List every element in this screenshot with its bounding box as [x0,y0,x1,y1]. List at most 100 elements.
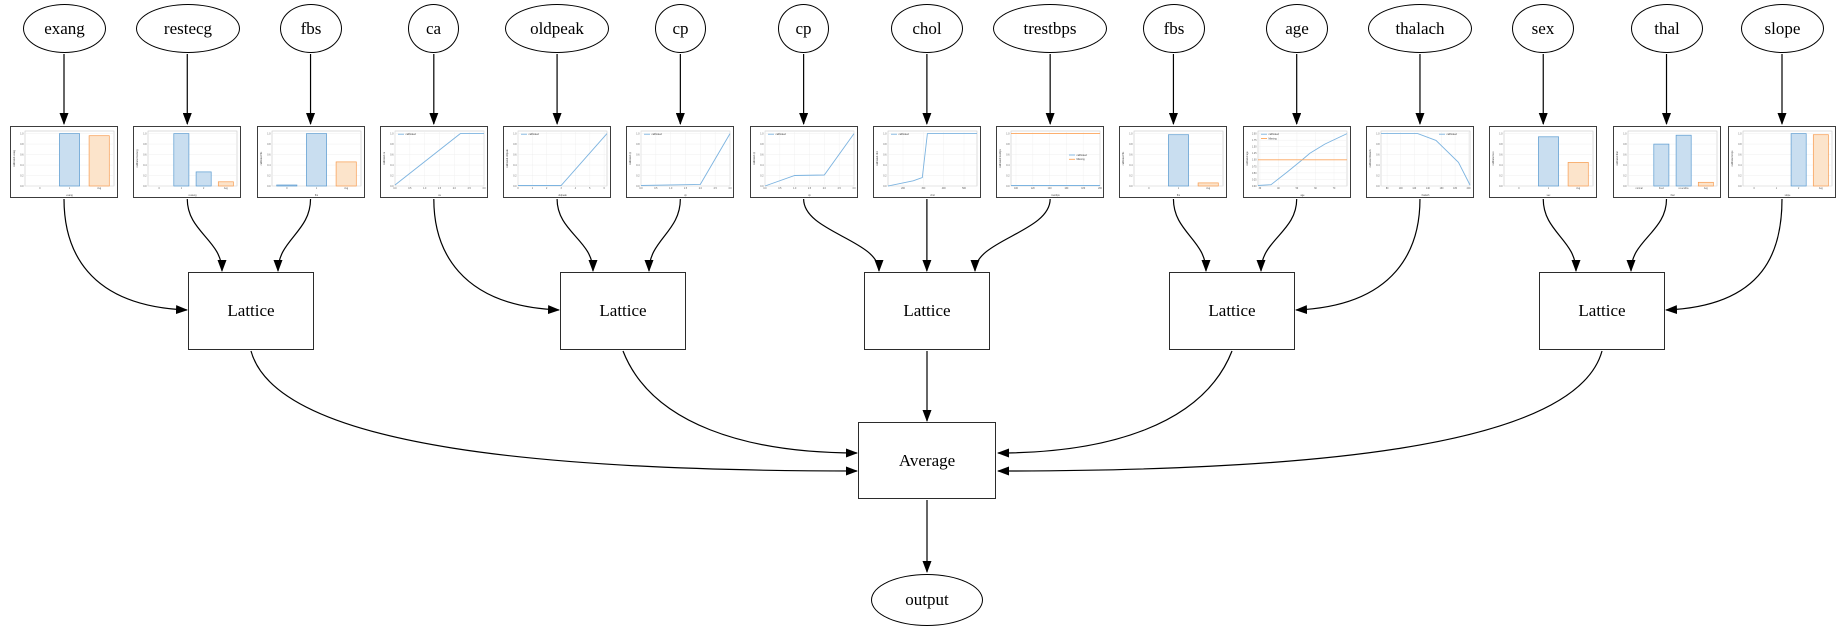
svg-text:3.0: 3.0 [482,188,486,190]
svg-text:calibrated sex: calibrated sex [1492,151,1495,166]
svg-text:160: 160 [1440,188,1445,190]
output-node: output [871,574,983,626]
svg-text:1.0: 1.0 [423,188,427,190]
svg-text:cp: cp [684,194,687,197]
svg-text:2.5: 2.5 [714,188,718,190]
svg-text:0.0: 0.0 [267,186,271,188]
svg-text:1.0: 1.0 [143,134,147,136]
input-node-oldpeak: oldpeak [505,4,609,53]
lattice-node-4: Lattice [1169,272,1295,350]
svg-text:1.0: 1.0 [793,188,797,190]
svg-text:calibrated oldpeak: calibrated oldpeak [506,148,509,167]
svg-text:180: 180 [1453,188,1458,190]
svg-text:0.6: 0.6 [1499,154,1503,156]
svg-text:0.4: 0.4 [513,165,517,167]
svg-text:calibrated age: calibrated age [1246,151,1249,166]
svg-text:exang: exang [66,194,73,197]
svg-text:0.5: 0.5 [778,188,782,190]
svg-text:0.2: 0.2 [1376,175,1380,177]
svg-text:0.6: 0.6 [1376,154,1380,156]
svg-text:slope: slope [1785,194,1791,197]
svg-text:Avg: Avg [344,187,349,190]
svg-text:1: 1 [1776,188,1778,190]
svg-text:calibrated exang: calibrated exang [13,149,16,167]
svg-text:120: 120 [1412,188,1417,190]
svg-text:0.0: 0.0 [143,186,147,188]
input-node-thal: thal [1631,4,1703,53]
svg-text:0.8: 0.8 [1376,144,1380,146]
svg-text:0.4: 0.4 [390,165,394,167]
svg-text:calibrated trestbps: calibrated trestbps [999,148,1002,168]
svg-text:1.00: 1.00 [1252,160,1257,162]
svg-text:2.00: 2.00 [1252,134,1257,136]
svg-text:0.0: 0.0 [20,186,24,188]
svg-text:0.2: 0.2 [513,175,517,177]
input-node-restecg: restecg [136,4,240,53]
svg-text:0.2: 0.2 [267,175,271,177]
svg-text:reversible: reversible [1679,187,1690,190]
svg-text:1.0: 1.0 [20,134,24,136]
svg-text:1.25: 1.25 [1252,153,1257,155]
svg-text:70: 70 [1333,188,1336,190]
svg-text:0.0: 0.0 [1129,186,1133,188]
svg-text:calibrated restecg: calibrated restecg [136,149,139,168]
svg-text:0.5: 0.5 [654,188,658,190]
svg-text:0.2: 0.2 [390,175,394,177]
svg-text:calibrated slope: calibrated slope [1731,150,1734,167]
svg-text:0.8: 0.8 [1499,144,1503,146]
svg-text:thal: thal [1671,194,1675,197]
svg-text:0.0: 0.0 [1376,186,1380,188]
svg-text:fbs: fbs [315,194,319,197]
svg-text:0.8: 0.8 [390,144,394,146]
svg-text:0.8: 0.8 [20,144,24,146]
svg-text:0.0: 0.0 [1499,186,1503,188]
svg-text:0: 0 [1753,188,1755,190]
svg-text:100: 100 [1399,188,1404,190]
svg-text:0: 0 [158,188,160,190]
input-node-thalach: thalach [1368,4,1472,53]
svg-text:calibrated cp: calibrated cp [753,151,756,165]
svg-text:2.0: 2.0 [699,188,703,190]
svg-text:0.4: 0.4 [1006,165,1010,167]
svg-text:0.6: 0.6 [513,154,517,156]
svg-text:0.2: 0.2 [143,175,147,177]
svg-text:2: 2 [546,188,548,190]
input-node-cp: cp [778,4,829,53]
svg-text:0.0: 0.0 [639,188,643,190]
svg-text:thalach: thalach [1422,194,1430,197]
svg-text:0.0: 0.0 [1006,186,1010,188]
svg-text:0.0: 0.0 [390,186,394,188]
input-node-sex: sex [1512,4,1574,53]
svg-text:0.0: 0.0 [760,186,764,188]
svg-text:0.4: 0.4 [1623,165,1627,167]
lattice-node-1: Lattice [188,272,314,350]
svg-text:1: 1 [532,188,534,190]
svg-text:5: 5 [589,188,591,190]
svg-text:0.0: 0.0 [1623,186,1627,188]
svg-text:ca: ca [438,194,441,197]
svg-text:0.6: 0.6 [143,154,147,156]
svg-text:0.6: 0.6 [636,154,640,156]
svg-text:80: 80 [1386,188,1389,190]
svg-text:calibrated: calibrated [652,133,663,136]
svg-text:0.2: 0.2 [1129,175,1133,177]
svg-text:0.8: 0.8 [883,144,887,146]
svg-text:0.6: 0.6 [267,154,271,156]
svg-text:calibrated: calibrated [406,133,417,136]
lattice-node-5: Lattice [1539,272,1665,350]
svg-text:fbs: fbs [1177,194,1181,197]
svg-text:1.0: 1.0 [883,134,887,136]
svg-text:180: 180 [1081,188,1086,190]
svg-text:0.0: 0.0 [513,186,517,188]
svg-text:calibrated: calibrated [529,133,540,136]
svg-text:2.5: 2.5 [838,188,842,190]
input-node-exang: exang [23,4,106,53]
svg-text:0.8: 0.8 [143,144,147,146]
svg-text:1.0: 1.0 [760,134,764,136]
